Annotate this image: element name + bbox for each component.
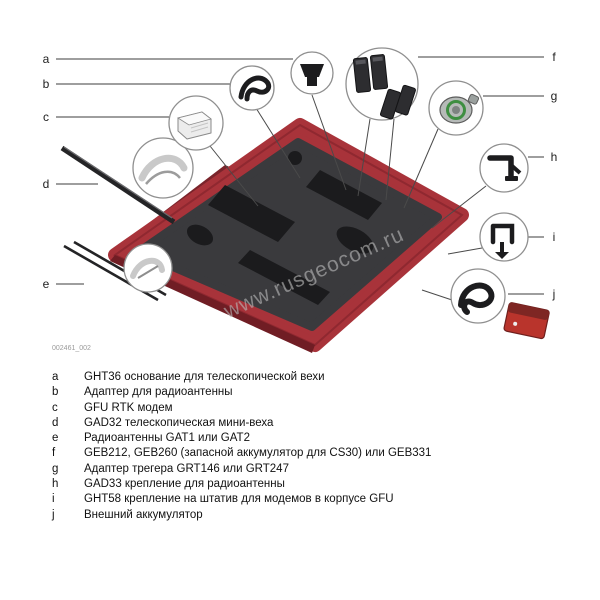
legend-text: GEB212, GEB260 (запасной аккумулятор для… [84, 447, 432, 460]
legend-text: GHT36 основание для телескопической вехи [84, 371, 325, 383]
legend-row-a: a GHT36 основание для телескопической ве… [52, 370, 584, 385]
legend-row-g: g Адаптер трегера GRT146 или GRT247 [52, 462, 584, 477]
legend-text: Внешний аккумулятор [84, 508, 203, 521]
legend-letter: a [52, 371, 59, 383]
callout-letter-h: h [550, 150, 558, 164]
leader-lines-letters [56, 56, 544, 295]
legend-letter: b [52, 386, 59, 399]
ght58-clamp-callout [479, 212, 529, 262]
legend-row-c: c GFU RTK модем [52, 401, 584, 416]
callout-letter-f: f [552, 50, 556, 64]
legend-letter: h [52, 478, 59, 491]
legend-letter: e [52, 432, 59, 445]
legend-row-i: i GHT58 крепление на штатив для модемов … [52, 492, 584, 507]
callout-letter-g: g [550, 89, 558, 103]
legend-text: Радиоантенны GAT1 или GAT2 [84, 432, 250, 445]
callout-letter-i: i [552, 230, 556, 244]
legend-row-f: f GEB212, GEB260 (запасной аккумулятор д… [52, 446, 584, 461]
legend-letter: f [52, 447, 56, 460]
legend-text: Адаптер трегера GRT146 или GRT247 [84, 462, 289, 475]
callout-letter-b: b [42, 77, 50, 91]
legend-text: GAD32 телескопическая мини-веха [84, 416, 274, 429]
callout-letter-a: a [42, 52, 50, 66]
case-body [108, 118, 469, 353]
equipment-case-diagram [56, 47, 550, 353]
antenna-adapter-callout [229, 65, 275, 111]
strap-callout [450, 268, 506, 324]
legend-letter: g [52, 462, 59, 475]
mini-pole-rod [60, 145, 176, 225]
legend-letter: d [52, 416, 59, 429]
legend-text: GFU RTK модем [84, 401, 173, 414]
foam-cutouts [186, 151, 382, 305]
foam-detail-circle-1 [132, 137, 194, 199]
batteries-callout [345, 47, 419, 121]
foam-detail-circle-2 [123, 243, 173, 293]
legend-text: GAD33 крепление для радиоантенны [84, 478, 285, 491]
figure-code: 002461_002 [52, 345, 91, 352]
callout-letter-d: d [42, 177, 50, 191]
callout-letter-c: c [43, 110, 49, 124]
diagram-area: a b c d e f g h i j www.rusgeocom.ru 002… [42, 47, 558, 353]
legend-text: Адаптер для радиоантенны [84, 386, 233, 399]
legend-letter: j [52, 508, 55, 521]
callout-circles [123, 47, 529, 324]
external-battery [503, 302, 550, 340]
foam-insert [134, 138, 442, 331]
legend-row-b: b Адаптер для радиоантенны [52, 385, 584, 400]
legend-row-e: e Радиоантенны GAT1 или GAT2 [52, 431, 584, 446]
legend-letter: c [52, 401, 58, 414]
legend-letter: i [52, 493, 55, 506]
legend-row-j: j Внешний аккумулятор [52, 508, 584, 523]
tribrach-adapter-callout [428, 80, 484, 136]
gfu-modem-callout [168, 95, 224, 151]
legend-row-h: h GAD33 крепление для радиоантенны [52, 477, 584, 492]
legend: a GHT36 основание для телескопической ве… [52, 370, 584, 523]
legend-text: GHT58 крепление на штатив для модемов в … [84, 493, 394, 506]
ght36-base-callout [290, 51, 334, 95]
leader-lines-diagonal [209, 94, 487, 301]
gad33-bracket-callout [479, 143, 529, 193]
legend-row-d: d GAD32 телескопическая мини-веха [52, 416, 584, 431]
callout-letter-e: e [42, 277, 50, 291]
callout-letter-j: j [552, 287, 556, 301]
